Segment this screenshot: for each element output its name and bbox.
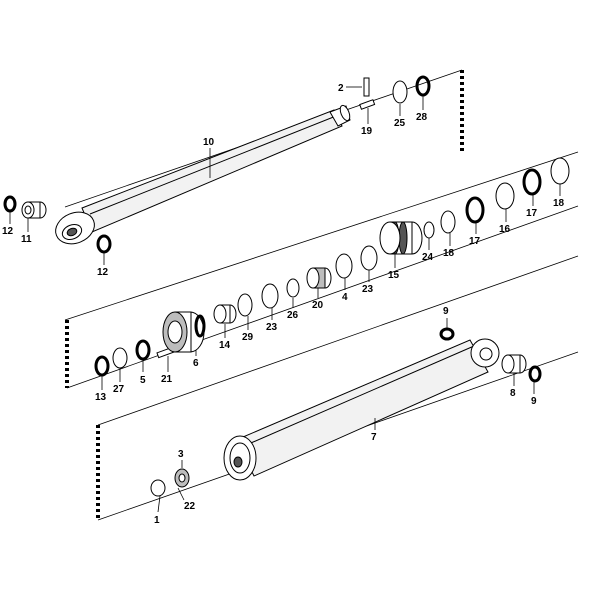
ring-24[interactable]: [423, 221, 435, 239]
label-1: 1: [154, 515, 160, 526]
ring-26[interactable]: [286, 278, 300, 298]
label-8: 8: [510, 388, 516, 399]
label-29: 29: [242, 332, 254, 343]
ring-4[interactable]: [335, 253, 353, 279]
label-9b: 9: [531, 396, 537, 407]
label-20: 20: [312, 300, 324, 311]
middle-parts: [94, 157, 570, 377]
label-3: 3: [178, 449, 184, 460]
ring-17a[interactable]: [465, 196, 485, 224]
pin-2[interactable]: [363, 77, 370, 97]
label-10: 10: [203, 137, 215, 148]
label-5: 5: [140, 375, 146, 386]
piston-rod[interactable]: [51, 104, 352, 249]
label-23a: 23: [266, 322, 278, 333]
piston-15[interactable]: [379, 221, 423, 255]
label-13: 13: [95, 392, 107, 403]
label-19: 19: [361, 126, 373, 137]
rod-eye-bushing[interactable]: [21, 201, 47, 219]
seal-ring-12b[interactable]: [96, 234, 112, 254]
cylinder-tube[interactable]: [223, 338, 500, 481]
ring-13[interactable]: [94, 355, 110, 377]
ring-28[interactable]: [415, 75, 431, 97]
rod-head-6[interactable]: [162, 311, 206, 353]
ring-23b[interactable]: [360, 245, 378, 271]
label-9a: 9: [443, 306, 449, 317]
tube-bushing-8[interactable]: [501, 354, 527, 374]
label-27: 27: [113, 384, 125, 395]
label-18a: 18: [443, 248, 455, 259]
ring-23a[interactable]: [261, 283, 279, 309]
ring-17b[interactable]: [522, 168, 542, 196]
label-12b: 12: [97, 267, 109, 278]
ring-18b[interactable]: [550, 157, 570, 185]
label-12a: 12: [2, 226, 14, 237]
label-7: 7: [371, 432, 377, 443]
ring-9b[interactable]: [528, 365, 542, 383]
ring-25[interactable]: [392, 80, 408, 104]
part-labels: 12 11 12 10 2 19 25 28 13 27 5 21 6 14 2…: [2, 83, 565, 526]
label-16: 16: [499, 224, 511, 235]
label-14: 14: [219, 340, 231, 351]
label-6: 6: [193, 358, 199, 369]
ring-29[interactable]: [237, 293, 253, 317]
grease-nipple-3[interactable]: [174, 468, 190, 488]
label-23b: 23: [362, 284, 374, 295]
label-11: 11: [21, 234, 32, 245]
label-24: 24: [422, 252, 434, 263]
label-15: 15: [388, 270, 400, 281]
label-17b: 17: [526, 208, 538, 219]
seal-ring-12a[interactable]: [3, 195, 17, 213]
label-17a: 17: [469, 236, 481, 247]
label-25: 25: [394, 118, 406, 129]
washer-1[interactable]: [150, 479, 166, 497]
pin-19[interactable]: [359, 99, 376, 110]
label-18b: 18: [553, 198, 565, 209]
ring-16[interactable]: [495, 182, 515, 210]
ring-18a[interactable]: [440, 210, 456, 234]
frame-lines: [64, 69, 579, 521]
ring-27[interactable]: [112, 347, 128, 369]
label-2: 2: [338, 83, 344, 94]
label-22: 22: [184, 501, 196, 512]
label-4: 4: [342, 292, 348, 303]
label-28: 28: [416, 112, 428, 123]
bushing-14[interactable]: [213, 304, 237, 324]
ring-5[interactable]: [135, 339, 151, 361]
ring-9a[interactable]: [439, 327, 455, 341]
leader-lines: [9, 86, 561, 513]
label-21: 21: [161, 374, 173, 385]
label-26: 26: [287, 310, 299, 321]
piston-ring-20[interactable]: [306, 267, 332, 289]
